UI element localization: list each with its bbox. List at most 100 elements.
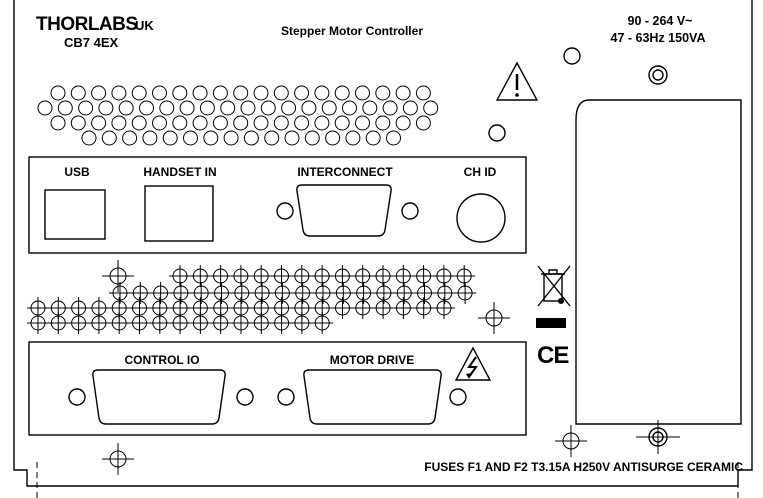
crosshair-mark bbox=[331, 297, 354, 319]
vent-hole bbox=[212, 85, 228, 101]
crosshair-mark bbox=[433, 282, 456, 304]
vent-hole bbox=[382, 100, 398, 116]
brand-logo: THORLABS bbox=[36, 14, 138, 35]
vent-hole bbox=[264, 130, 280, 146]
crosshair-mark bbox=[412, 297, 435, 319]
crosshair-mark bbox=[555, 425, 587, 457]
vent-hole bbox=[223, 130, 239, 146]
crosshair-mark bbox=[128, 312, 151, 334]
usb-label: USB bbox=[64, 165, 90, 179]
vent-hole bbox=[159, 100, 175, 116]
crosshair-mark bbox=[393, 282, 416, 304]
frequency-rating: 47 - 63Hz 150VA bbox=[611, 31, 706, 45]
crosshair-mark bbox=[331, 265, 354, 287]
crosshair-mark bbox=[478, 302, 510, 334]
vent-hole bbox=[233, 115, 249, 131]
interconnect-label: INTERCONNECT bbox=[297, 165, 393, 179]
panel-outline bbox=[13, 0, 753, 498]
device-title: Stepper Motor Controller bbox=[281, 24, 423, 38]
control-io-label: CONTROL IO bbox=[124, 353, 199, 367]
power-inlet-screw bbox=[648, 65, 668, 85]
vent-hole bbox=[50, 85, 66, 101]
vent-hole bbox=[260, 100, 276, 116]
vent-hole bbox=[375, 115, 391, 131]
interconnect-port bbox=[276, 184, 419, 237]
crosshair-mark bbox=[270, 265, 293, 287]
crosshair-mark bbox=[27, 312, 49, 334]
crosshair-mark bbox=[351, 265, 374, 287]
crosshair-mark bbox=[453, 265, 476, 287]
crosshair-mark bbox=[87, 312, 110, 334]
screw-hole bbox=[563, 47, 581, 65]
crosshair-mark bbox=[311, 265, 334, 287]
vent-hole bbox=[273, 85, 289, 101]
vent-hole bbox=[362, 100, 378, 116]
vent-hole bbox=[243, 130, 259, 146]
vent-hole bbox=[334, 115, 350, 131]
crosshair-mark bbox=[312, 282, 334, 304]
fuse-rating-label: FUSES F1 AND F2 T3.15A H250V ANTISURGE C… bbox=[424, 460, 743, 474]
vent-hole bbox=[183, 130, 198, 146]
vent-hole bbox=[423, 100, 439, 116]
vent-hole bbox=[294, 85, 310, 101]
crosshair-mark bbox=[311, 312, 334, 334]
vent-hole bbox=[345, 130, 361, 146]
usb-port bbox=[44, 189, 106, 240]
crosshair-mark bbox=[169, 312, 192, 334]
warning-icon bbox=[495, 61, 539, 101]
crosshair-mark bbox=[230, 312, 252, 334]
vent-hole bbox=[375, 85, 391, 101]
vent-hole bbox=[172, 115, 188, 131]
crosshair-mark bbox=[454, 282, 477, 304]
vent-hole bbox=[304, 130, 320, 146]
vent-hole bbox=[325, 130, 341, 146]
vent-hole bbox=[162, 130, 178, 146]
vent-hole bbox=[253, 85, 269, 101]
crosshair-mark bbox=[189, 265, 212, 287]
vent-hole bbox=[199, 100, 215, 116]
crosshair-mark bbox=[372, 297, 395, 319]
vent-hole bbox=[98, 100, 114, 116]
vent-hole bbox=[365, 130, 381, 146]
motor-drive-port bbox=[277, 369, 467, 425]
vent-hole bbox=[233, 85, 249, 101]
vent-hole bbox=[70, 115, 86, 131]
vent-hole bbox=[131, 115, 147, 131]
crosshair-mark bbox=[352, 282, 375, 304]
crosshair-mark bbox=[148, 312, 171, 334]
vent-hole bbox=[142, 130, 158, 146]
crosshair-mark bbox=[290, 265, 313, 287]
vent-hole bbox=[415, 115, 431, 131]
vent-hole bbox=[78, 100, 94, 116]
upper-connector-panel bbox=[28, 156, 527, 254]
power-module-slot bbox=[575, 99, 742, 425]
vent-hole bbox=[91, 115, 107, 131]
crosshair-mark bbox=[189, 312, 212, 334]
crosshair-mark bbox=[372, 265, 394, 287]
vent-hole bbox=[314, 115, 330, 131]
crosshair-mark bbox=[149, 282, 172, 304]
vent-hole bbox=[212, 115, 228, 131]
vent-hole bbox=[203, 130, 219, 146]
model-number: CB7 4EX bbox=[64, 35, 119, 50]
lower-connector-panel bbox=[28, 341, 527, 436]
vent-hole bbox=[81, 130, 97, 146]
high-voltage-icon bbox=[454, 346, 492, 381]
brand-suffix: UK bbox=[135, 18, 154, 33]
vent-hole bbox=[50, 115, 66, 131]
vent-hole bbox=[355, 115, 370, 131]
vent-hole bbox=[122, 130, 138, 146]
crosshair-mark bbox=[332, 282, 355, 304]
crosshair-mark bbox=[209, 312, 232, 334]
vent-hole bbox=[131, 85, 147, 101]
crosshair-mark bbox=[432, 265, 455, 287]
vent-hole bbox=[152, 85, 167, 101]
screw-hole bbox=[488, 124, 506, 142]
crosshair-mark bbox=[47, 312, 70, 334]
vent-hole bbox=[321, 100, 337, 116]
vent-hole bbox=[220, 100, 236, 116]
motor-drive-label: MOTOR DRIVE bbox=[330, 353, 414, 367]
vent-hole bbox=[139, 100, 154, 116]
weee-bin-icon bbox=[536, 265, 571, 328]
